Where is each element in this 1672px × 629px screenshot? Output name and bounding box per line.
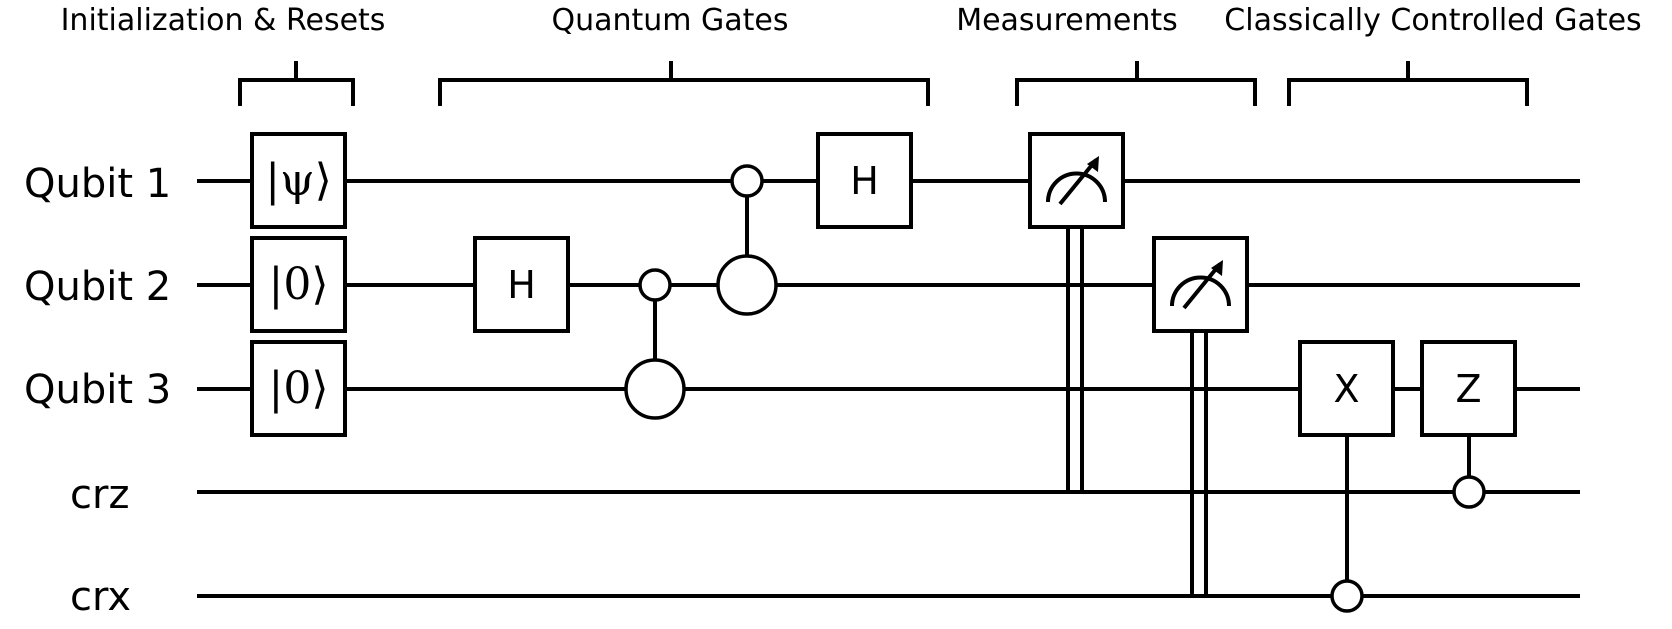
- cnot-control-qubit-2: [638, 268, 672, 302]
- x-gate-control-crx: [1330, 579, 1364, 613]
- cnot-control-qubit-1: [730, 164, 764, 198]
- measurement-box-qubit-2: [1152, 236, 1249, 333]
- wire-label-qubit-1: Qubit 1: [24, 161, 171, 207]
- x-gate-qubit-3: [1298, 340, 1395, 437]
- meter-icon: [1170, 260, 1231, 310]
- init-box-qubit-3: [250, 340, 347, 437]
- h-gate-qubit-1: [816, 132, 913, 229]
- bracket-quantum-gates: [438, 61, 930, 106]
- bracket-measurements: [1015, 61, 1257, 106]
- section-title-initialization: Initialization & Resets: [61, 3, 386, 38]
- h-gate-qubit-2-label: H: [507, 263, 536, 307]
- init-state-qubit-1: |ψ⟩: [265, 155, 332, 206]
- measurement-box-qubit-1: [1028, 132, 1125, 229]
- init-box-qubit-1: [250, 132, 347, 229]
- wire-label-crz: crz: [70, 472, 129, 518]
- section-title-classically-controlled: Classically Controlled Gates: [1224, 3, 1641, 38]
- init-state-qubit-3: |0⟩: [269, 363, 329, 414]
- z-gate-control-crz: [1452, 475, 1486, 509]
- bracket-initialization: [238, 61, 355, 106]
- wire-label-qubit-3: Qubit 3: [24, 367, 171, 413]
- wire-label-qubit-2: Qubit 2: [24, 264, 171, 310]
- section-title-quantum-gates: Quantum Gates: [551, 3, 788, 38]
- h-gate-qubit-2: [473, 236, 570, 333]
- h-gate-qubit-1-label: H: [850, 159, 879, 203]
- init-state-qubit-2: |0⟩: [269, 259, 329, 310]
- meter-icon: [1046, 156, 1107, 206]
- section-title-measurements: Measurements: [956, 3, 1178, 38]
- x-gate-label: X: [1333, 367, 1359, 411]
- z-gate-label: Z: [1455, 367, 1481, 411]
- init-box-qubit-2: [250, 236, 347, 333]
- wire-label-crx: crx: [70, 574, 131, 620]
- cnot-target-qubit-3: [624, 358, 686, 420]
- z-gate-qubit-3: [1420, 340, 1517, 437]
- bracket-classically-controlled: [1287, 61, 1529, 106]
- cnot-target-qubit-2: [716, 254, 778, 316]
